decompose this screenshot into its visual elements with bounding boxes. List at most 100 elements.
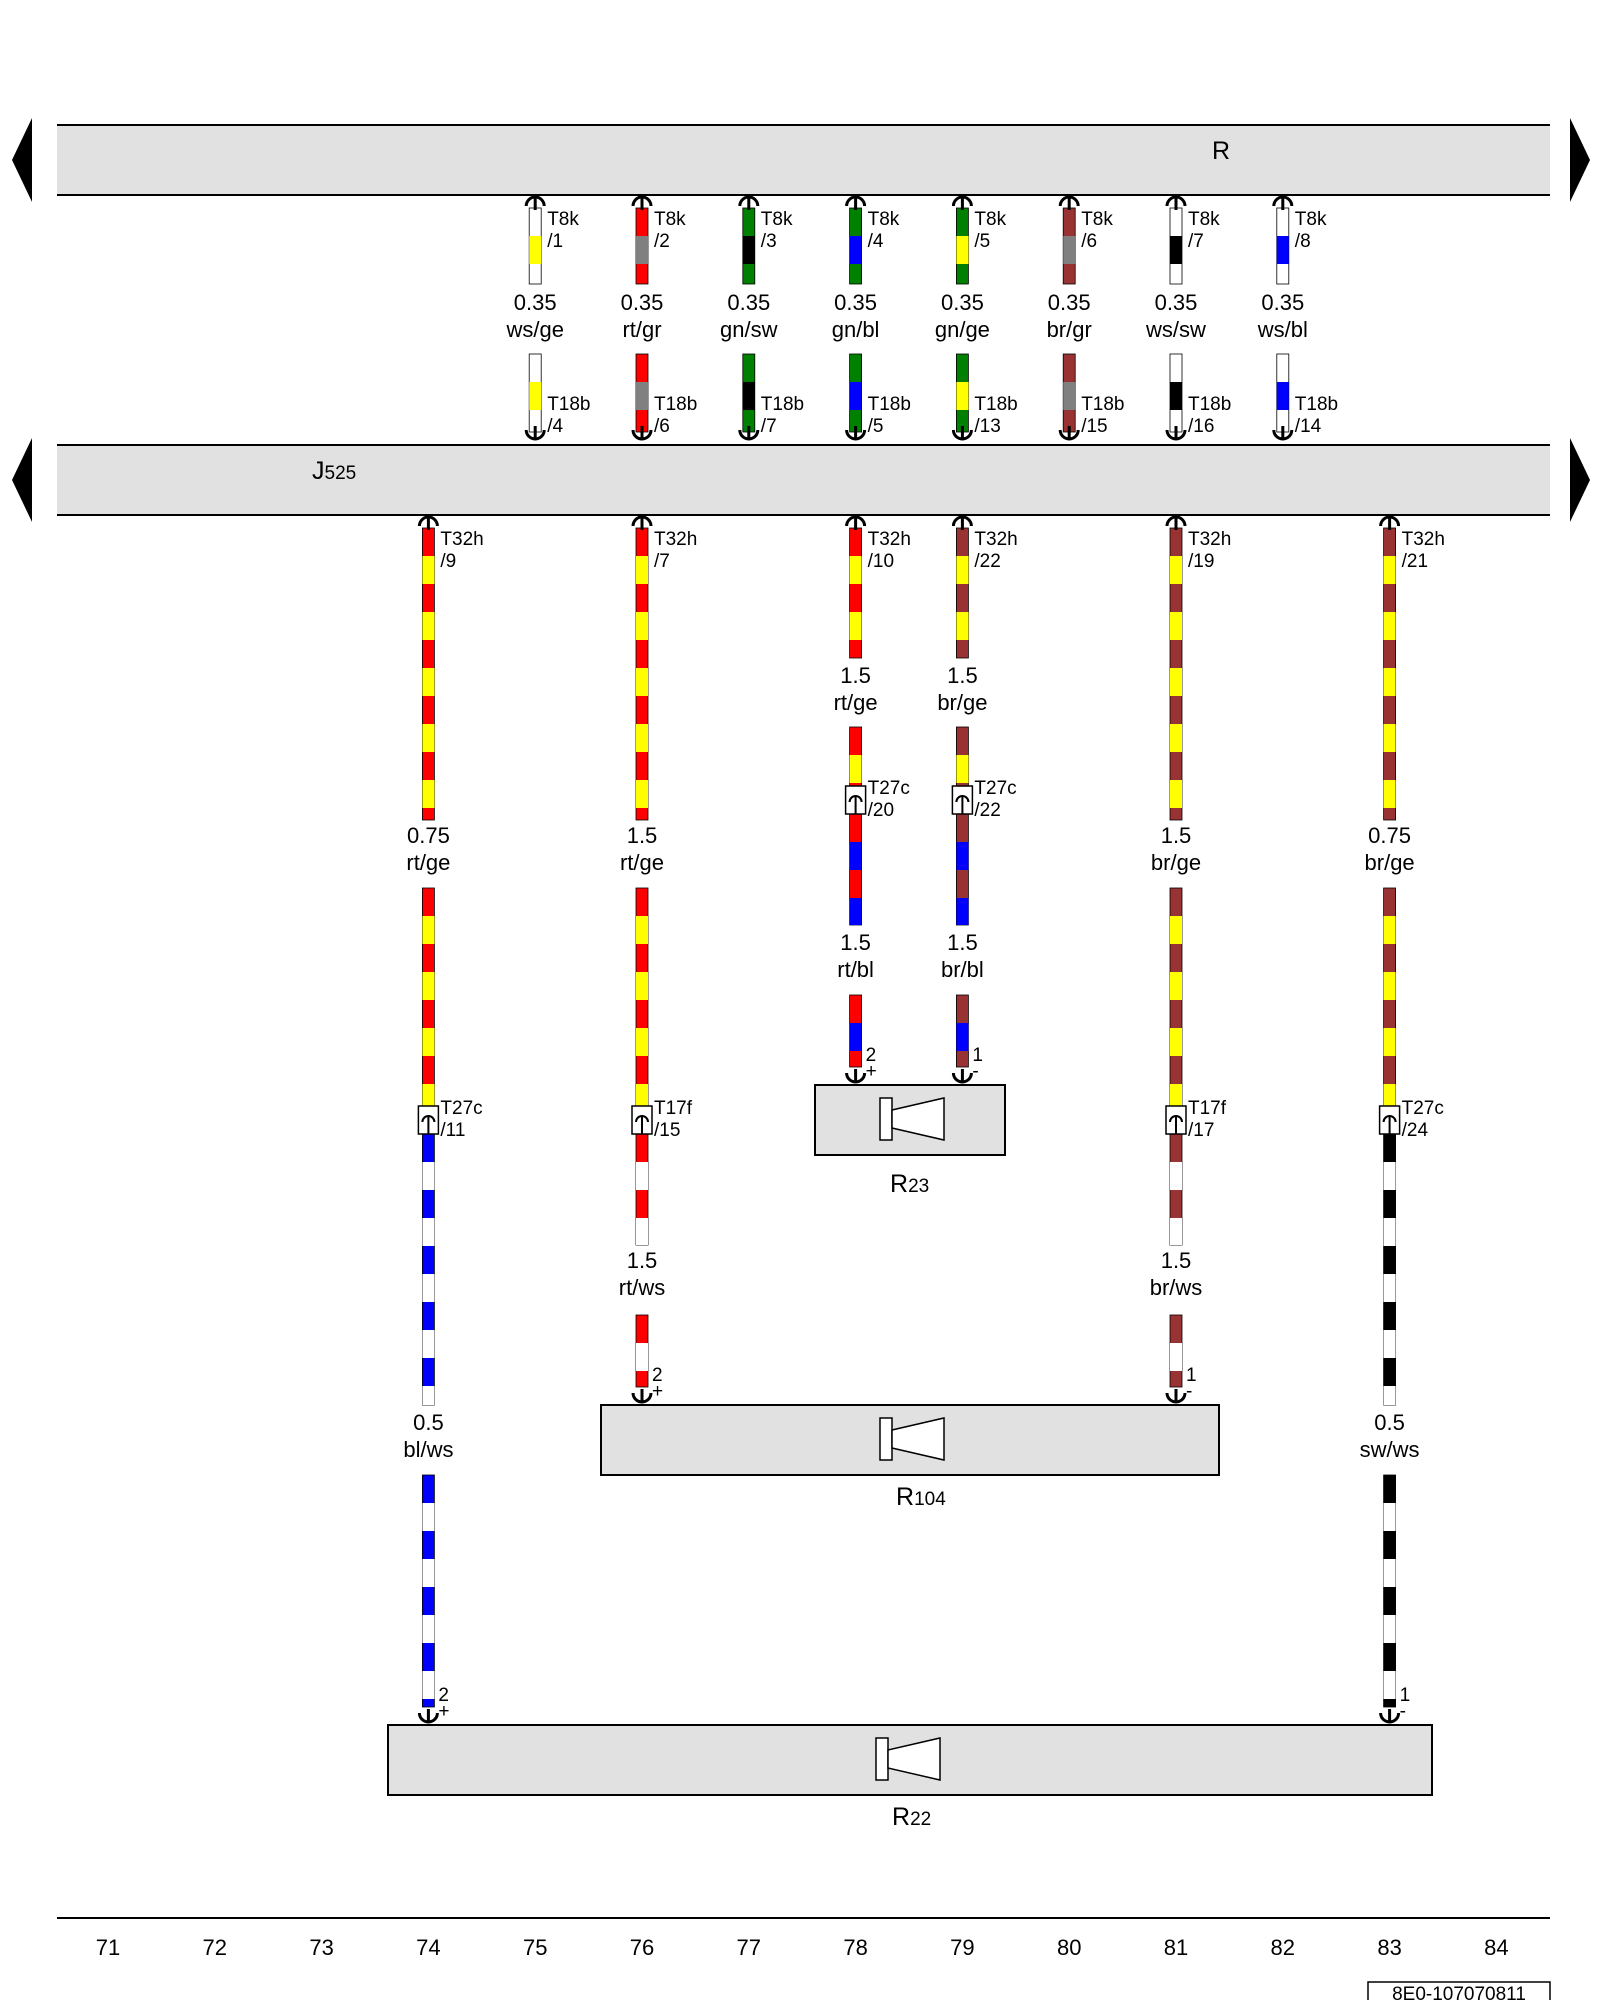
wire-colour: rt/gr <box>622 317 661 342</box>
pin-label: /5 <box>974 231 990 252</box>
grid-number: 82 <box>1271 1935 1295 1960</box>
continue-right-arrow <box>1570 118 1590 202</box>
wire-seg1-stripe <box>422 780 435 808</box>
wire-seg1-stripe <box>1170 972 1182 1000</box>
wire-seg2-stripe <box>956 842 969 870</box>
wire-seg1-stripe <box>636 1028 648 1056</box>
wire-seg2-stripe <box>636 1343 648 1371</box>
wire-seg2-stripe <box>422 1218 435 1246</box>
wire-colour: br/ge <box>937 690 987 715</box>
component-ref-J525: J525 <box>312 457 356 485</box>
grid-number: 78 <box>843 1935 867 1960</box>
component-ref-R: R <box>1212 137 1230 165</box>
connector-label: T18b <box>1295 394 1338 415</box>
wire-colour: gn/bl <box>832 317 880 342</box>
connector-label: T18b <box>1081 394 1124 415</box>
wire-seg1-stripe <box>422 972 435 1000</box>
connector-label: T18b <box>547 394 590 415</box>
wire-upper-top-stripe <box>849 236 862 264</box>
grid-number: 75 <box>523 1935 547 1960</box>
wire-colour: br/bl <box>941 957 984 982</box>
connector-label: T32h <box>1188 529 1231 550</box>
wire-colour: bl/ws <box>403 1437 453 1462</box>
wire-seg2-stripe <box>636 1218 648 1245</box>
connector-label: T18b <box>1188 394 1231 415</box>
wire-seg1-stripe <box>1170 668 1182 696</box>
pin-label: /2 <box>654 231 670 252</box>
connector-label: T8k <box>974 209 1006 230</box>
wire-gauge: 0.35 <box>1048 290 1091 315</box>
wire-seg1-stripe <box>849 556 862 584</box>
terminal-pin: 2 <box>438 1685 449 1706</box>
pin-label: /14 <box>1295 416 1322 437</box>
wire-gauge: 0.75 <box>1368 823 1411 848</box>
pin-label: /7 <box>761 416 777 437</box>
pin-label: /15 <box>654 1120 680 1141</box>
wire-seg2-stripe <box>849 1023 862 1051</box>
connector-label: T18b <box>868 394 911 415</box>
wire-upper-bottom-stripe <box>1170 382 1182 410</box>
grid-number: 74 <box>416 1935 440 1960</box>
speaker-R22: R22 <box>387 1724 1433 1831</box>
pin-label: /7 <box>654 551 670 572</box>
wire-colour: ws/ge <box>505 317 563 342</box>
wire-colour: rt/bl <box>837 957 874 982</box>
wire-seg2-stripe <box>1170 1218 1182 1245</box>
document-id: 8E0-107070811 <box>1392 1984 1526 2000</box>
pin-label: /24 <box>1402 1120 1429 1141</box>
wire-seg1-stripe <box>956 755 969 783</box>
wire-seg2-stripe <box>1383 1218 1396 1246</box>
wire-seg1-stripe <box>1383 724 1396 752</box>
component-ref-R22: R22 <box>892 1803 931 1831</box>
wire-gauge: 0.35 <box>1261 290 1304 315</box>
connector-label: T17f <box>654 1098 693 1119</box>
wire-seg2-stripe <box>636 1162 648 1190</box>
wire-seg2-stripe <box>1383 1503 1396 1531</box>
pin-label: /11 <box>440 1120 465 1141</box>
pin-label: /22 <box>974 551 1000 572</box>
pin-label: /21 <box>1402 551 1428 572</box>
continue-left-arrow <box>12 438 32 522</box>
terminal-pin: 1 <box>1186 1365 1197 1386</box>
document-id-box <box>1367 1981 1551 2000</box>
pin-label: /10 <box>868 551 894 572</box>
wire-seg2 <box>1383 1474 1396 1708</box>
speaker-icon <box>879 1417 893 1461</box>
pin-label: /20 <box>868 800 894 821</box>
grid-number: 76 <box>630 1935 654 1960</box>
wire-upper-bottom-stripe <box>1063 382 1076 410</box>
wire-colour: br/ws <box>1150 1275 1203 1300</box>
wire-seg1-stripe <box>1383 1028 1396 1056</box>
wire-upper-bottom-stripe <box>849 382 862 410</box>
wire-seg2-stripe <box>956 898 969 925</box>
terminal-pin: 2 <box>866 1045 877 1066</box>
wire-seg1-stripe <box>422 1084 435 1106</box>
connector-label: T18b <box>761 394 804 415</box>
grid-number: 81 <box>1164 1935 1188 1960</box>
wire-seg2-stripe <box>1383 1559 1396 1587</box>
wire-seg1-stripe <box>636 972 648 1000</box>
wire-seg2-stripe <box>1383 1274 1396 1302</box>
wire-colour: br/gr <box>1047 317 1092 342</box>
pin-label: /15 <box>1081 416 1107 437</box>
wire-gauge: 0.35 <box>834 290 877 315</box>
terminal-polarity: + <box>866 1061 877 1082</box>
connector-label: T18b <box>654 394 697 415</box>
grid-number: 73 <box>309 1935 333 1960</box>
wire-seg1-stripe <box>1383 612 1396 640</box>
wire-colour: ws/sw <box>1145 317 1206 342</box>
terminal-polarity: + <box>438 1701 449 1722</box>
wire-colour: gn/ge <box>935 317 990 342</box>
connector-label: T27c <box>868 778 910 799</box>
wire-seg1-stripe <box>636 612 648 640</box>
wire-upper-bottom-stripe <box>529 382 542 410</box>
wire-seg1-stripe <box>1170 916 1182 944</box>
wire-seg1-stripe <box>422 556 435 584</box>
wire-seg1-stripe <box>1383 972 1396 1000</box>
wire-colour: sw/ws <box>1360 1437 1420 1462</box>
wire-seg2-stripe <box>1170 1343 1182 1371</box>
wire-upper-top-stripe <box>1276 236 1289 264</box>
wire-upper-top-stripe <box>1063 236 1076 264</box>
wire-gauge: 1.5 <box>947 930 978 955</box>
